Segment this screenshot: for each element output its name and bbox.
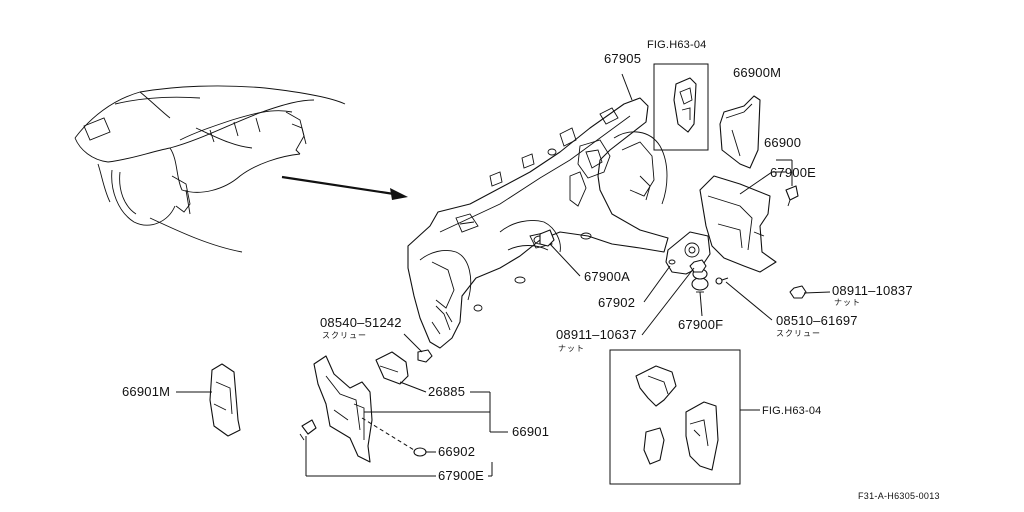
- label-screw-left: スクリュー: [322, 331, 367, 340]
- label-fig-h63-04-bottom: FIG.H63-04: [762, 405, 822, 417]
- label-67900E-bottom: 67900E: [438, 468, 485, 483]
- nut-08911-10837-illustration: [789, 285, 807, 299]
- label-66902: 66902: [438, 444, 476, 459]
- part-26885-illustration: [375, 351, 409, 385]
- car-illustration: [74, 85, 346, 253]
- part-66900M-illustration: [719, 95, 761, 169]
- part-66901-illustration: [313, 355, 373, 463]
- label-66901: 66901: [512, 424, 550, 439]
- clip-67900E-top: [785, 185, 799, 207]
- label-67902: 67902: [598, 295, 636, 310]
- label-nut-right: ナット: [834, 298, 861, 307]
- drawing-code: F31-A-H6305-0013: [858, 491, 940, 501]
- label-26885: 26885: [428, 384, 466, 399]
- leader-lines: [176, 73, 831, 477]
- clip-67900E-bottom-illustration: [299, 419, 317, 441]
- label-67905: 67905: [604, 51, 642, 66]
- label-66901M: 66901M: [122, 384, 171, 399]
- label-08540-51242: 08540–51242: [320, 315, 402, 330]
- screw-08510-61697-illustration: [715, 277, 729, 285]
- label-fig-h63-04-top: FIG.H63-04: [647, 39, 707, 51]
- direction-arrow: [281, 175, 408, 200]
- inset-box-top: [653, 63, 709, 151]
- part-66900-illustration: [699, 175, 777, 273]
- inset-box-bottom: [609, 349, 741, 485]
- nut-08911-10637-illustration: [689, 259, 707, 273]
- label-66900M: 66900M: [733, 65, 782, 80]
- label-66900: 66900: [764, 135, 802, 150]
- label-08510-61697: 08510–61697: [776, 313, 858, 328]
- dash-panel-insulator: [407, 97, 669, 349]
- part-66901M-illustration: [209, 363, 241, 437]
- clip-67900A-illustration: [539, 229, 555, 247]
- label-67900A: 67900A: [584, 269, 631, 284]
- label-screw-right: スクリュー: [776, 329, 821, 338]
- label-08911-10837: 08911–10837: [832, 283, 913, 298]
- grommet-66902-illustration: [413, 447, 427, 457]
- label-67900E-top: 67900E: [770, 165, 817, 180]
- label-08911-10637: 08911–10637: [556, 327, 637, 342]
- label-nut-mid: ナット: [558, 344, 585, 353]
- label-67900F: 67900F: [678, 317, 724, 332]
- screw-08540-51242-illustration: [417, 349, 433, 363]
